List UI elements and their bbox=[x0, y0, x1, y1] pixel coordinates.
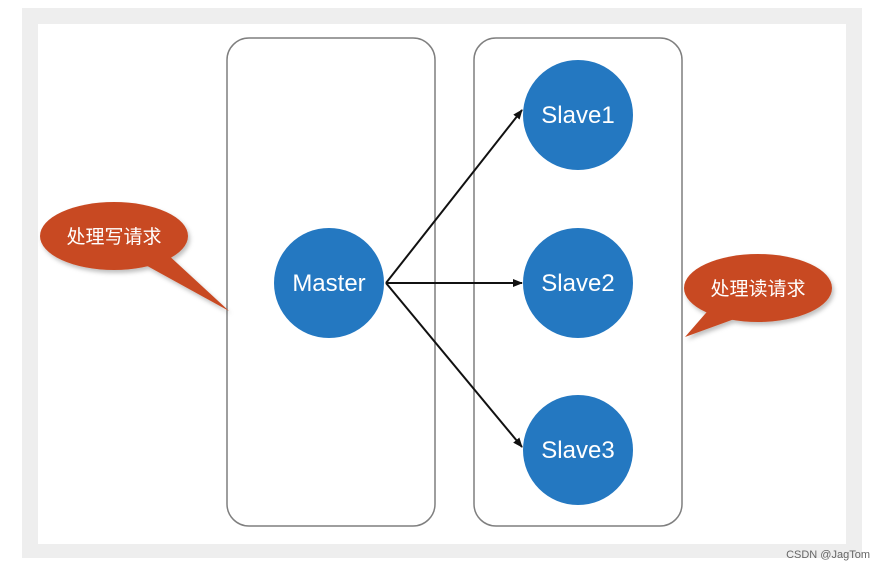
write-callout-label: 处理写请求 bbox=[66, 226, 161, 248]
slave1-node bbox=[523, 60, 633, 170]
slave2-label: Slave2 bbox=[541, 270, 614, 297]
watermark-text: CSDN @JagTom bbox=[786, 549, 870, 561]
read-callout bbox=[684, 254, 832, 337]
master-node bbox=[274, 228, 384, 338]
slave3-label: Slave3 bbox=[541, 437, 614, 464]
slave3-node bbox=[523, 395, 633, 505]
write-callout bbox=[40, 202, 229, 311]
slave2-node bbox=[523, 228, 633, 338]
read-callout-label: 处理读请求 bbox=[710, 278, 805, 300]
slave1-label: Slave1 bbox=[541, 102, 614, 129]
master-label: Master bbox=[292, 270, 365, 297]
arrow-master-to-slave3 bbox=[385, 282, 523, 448]
arrow-master-to-slave1 bbox=[385, 109, 523, 284]
